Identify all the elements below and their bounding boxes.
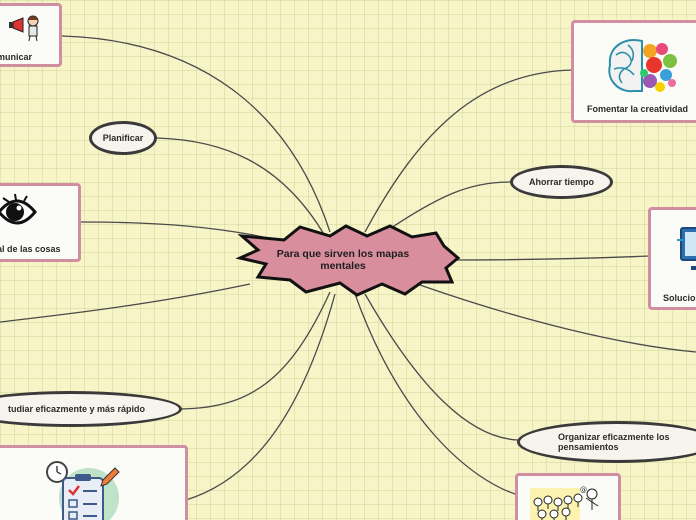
colorful-brain-icon: [608, 39, 677, 93]
topic-checklist-card[interactable]: [0, 445, 188, 520]
topic-visual-label: al de las cosas: [0, 244, 61, 254]
topic-comunicar-card[interactable]: municar: [0, 3, 62, 67]
svg-text:@: @: [580, 486, 587, 494]
topic-planificar[interactable]: Planificar: [89, 121, 157, 155]
topic-ahorrar[interactable]: Ahorrar tiempo: [510, 165, 613, 199]
megaphone-person-icon: [9, 15, 39, 42]
topic-comunicar-label: municar: [0, 52, 33, 62]
link-estudiar: [180, 291, 331, 410]
link-comunicar: [61, 35, 331, 233]
computer-monitor-icon: [677, 227, 696, 270]
topic-organizar[interactable]: Organizar eficazmente los pensamientos: [517, 421, 696, 463]
topic-creatividad-card[interactable]: Fomentar la creatividad: [571, 20, 696, 123]
topic-team-card[interactable]: @: [515, 473, 621, 520]
checklist-clipboard-icon: [46, 461, 120, 520]
central-topic-title[interactable]: Para que sirven los mapas mentales: [276, 248, 410, 272]
topic-estudiar[interactable]: tudiar eficazmente y más rápido: [0, 391, 182, 427]
link-creatividad: [364, 69, 574, 233]
topic-visual-card[interactable]: al de las cosas: [0, 183, 81, 262]
topic-estudiar-label: tudiar eficazmente y más rápido: [7, 404, 145, 414]
link-left-lower: [0, 283, 251, 323]
link-ahorrar: [384, 181, 511, 233]
topic-organizar-label: Organizar eficazmente los pensamientos: [558, 432, 670, 452]
link-team: [354, 293, 519, 496]
link-solucionar: [454, 255, 651, 261]
team-people-icon: @: [530, 486, 599, 520]
topic-creatividad-label: Fomentar la creatividad: [587, 104, 689, 114]
link-right-lower: [419, 284, 696, 353]
eye-icon: [0, 193, 37, 225]
link-organizar: [364, 293, 519, 441]
link-planning-card: [185, 293, 336, 501]
topic-solucionar-label: Solucio: [663, 293, 696, 303]
link-planificar: [156, 137, 326, 237]
topic-solucionar-card[interactable]: Solucio: [648, 207, 696, 310]
